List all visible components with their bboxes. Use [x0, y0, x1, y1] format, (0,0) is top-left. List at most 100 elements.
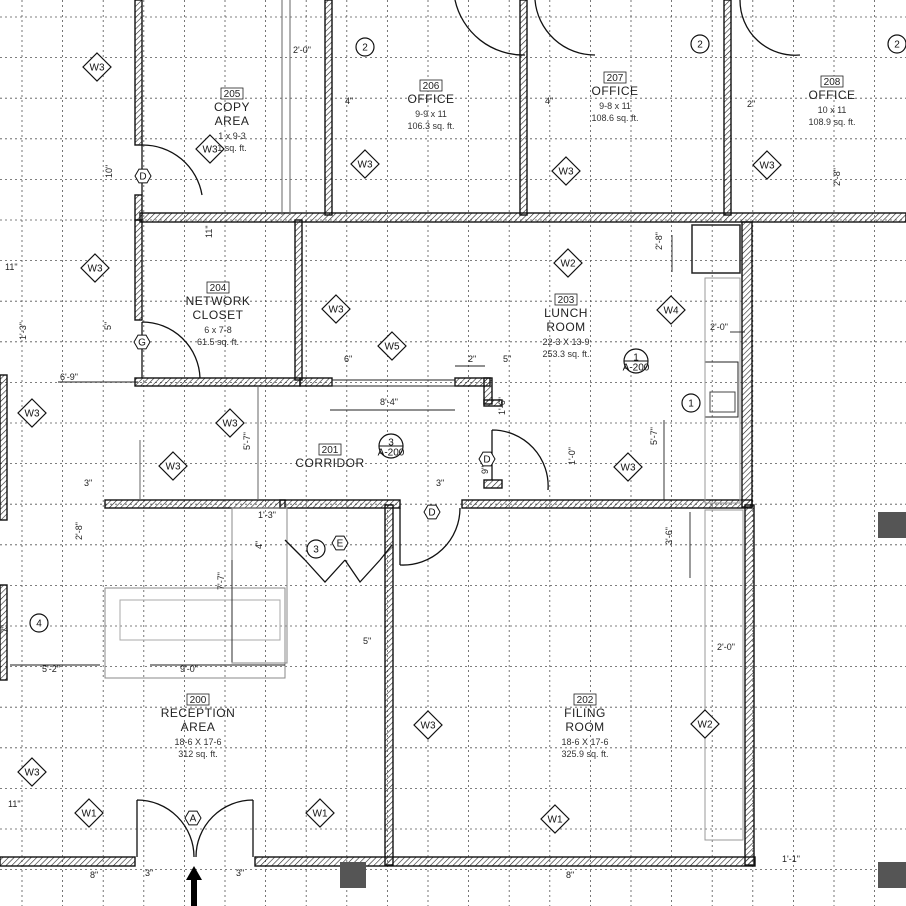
tag-label: W3 — [358, 160, 373, 171]
section-marker: 3A-200 — [378, 433, 405, 459]
room-name: RECEPTION — [161, 706, 236, 720]
tag-label: W3 — [166, 462, 181, 473]
dimension-label: 4" — [254, 541, 264, 549]
room-name: CORRIDOR — [295, 456, 364, 470]
room-size: 108.6 sq. ft. — [591, 113, 638, 123]
room-number: 203 — [558, 295, 575, 306]
wall-corridor-south-left — [104, 499, 286, 509]
window-tag: W3 — [215, 408, 245, 438]
walls — [0, 0, 906, 867]
tag-label: E — [337, 539, 344, 550]
tag-label: 2 — [894, 40, 900, 51]
wall-lunch-stub2 — [483, 399, 503, 407]
refrigerator — [691, 224, 741, 274]
dimension-label: 1'-3" — [258, 510, 276, 520]
room-size: 253.3 sq. ft. — [542, 349, 589, 359]
tag-label: D — [483, 455, 490, 466]
window-tag: W3 — [613, 452, 643, 482]
dimension-label: 2'-8" — [654, 232, 664, 250]
wall-copy-west-lower — [134, 194, 143, 221]
detail-tag: 3 — [306, 539, 326, 559]
tag-label: W1 — [82, 809, 97, 820]
dimension-label: 1'-1" — [782, 854, 800, 864]
dimension-label: 4" — [345, 96, 353, 106]
tag-label: W2 — [698, 720, 713, 731]
door-main-left — [136, 799, 195, 858]
tag-label: 2 — [362, 43, 368, 54]
room-number: 200 — [190, 695, 207, 706]
tag-label: W3 — [559, 167, 574, 178]
dimension-label: 2'-0" — [717, 642, 735, 652]
dimension-label: 2" — [747, 99, 755, 109]
wall-south-right — [254, 856, 756, 867]
counter-filing — [704, 509, 744, 841]
dimension-label: 11" — [5, 262, 18, 272]
tag-label: W3 — [90, 63, 105, 74]
wall-copy-west — [134, 0, 143, 146]
window-tag: W3 — [195, 134, 225, 164]
wall-network-south — [134, 377, 301, 387]
tag-label: W5 — [385, 342, 400, 353]
tag-label: 2 — [697, 40, 703, 51]
door-tag: G — [133, 334, 151, 350]
dimension-label: 2" — [468, 354, 476, 364]
dimension-label: 3" — [145, 868, 153, 878]
room-size: 18-6 X 17-6 — [174, 737, 221, 747]
dimension-label: 8" — [566, 870, 574, 880]
door-office207 — [534, 0, 596, 56]
tag-label: 4 — [36, 619, 42, 630]
tag-label: W3 — [25, 409, 40, 420]
tag-label: 3 — [313, 545, 319, 556]
door-office206 — [454, 0, 526, 56]
detail-tag: 2 — [355, 37, 375, 57]
room-size: 9-9 x 11 — [415, 109, 447, 119]
window-lunch-south — [331, 379, 456, 387]
dimension-label: 5'-7" — [649, 427, 659, 445]
tag-label: 1 — [688, 399, 694, 410]
tag-label: W4 — [664, 306, 679, 317]
room-name: ROOM — [546, 320, 585, 334]
room-size: 312 sq. ft. — [178, 749, 218, 759]
wall-lunch-south-a — [299, 377, 333, 387]
section-sheet: A-200 — [623, 363, 650, 374]
section-marker: 1A-200 — [623, 348, 650, 374]
room-name: OFFICE — [408, 92, 455, 106]
room-name: OFFICE — [592, 84, 639, 98]
wall-west-stub2 — [0, 374, 8, 521]
dimension-labels: 2'-0"4"4"2"10"11"1'-3"6'-9"5'-7"6"8'-4"2… — [0, 45, 842, 880]
reception-desk — [104, 587, 286, 679]
door-tag: D — [134, 168, 152, 184]
dimension-label: 8" — [90, 870, 98, 880]
dimension-label: 5" — [103, 322, 113, 330]
wall-lunch-stub3 — [483, 479, 503, 489]
room-name: AREA — [181, 720, 216, 734]
window-tag: W2 — [690, 709, 720, 739]
door-tag: D — [478, 451, 496, 467]
dimension-label: 2'-8" — [832, 168, 842, 186]
tag-label: G — [138, 338, 146, 349]
window-tag: W1 — [74, 798, 104, 828]
detail-tag: 2 — [887, 34, 906, 54]
room-size: 22-3 X 13-9 — [542, 337, 589, 347]
tag-label: W3 — [203, 145, 218, 156]
window-tag: W4 — [656, 295, 686, 325]
door-tag: E — [331, 535, 349, 551]
room-size: 1 sq. ft. — [217, 143, 247, 153]
wall-corridor-south-mid — [279, 499, 401, 509]
room-number: 208 — [824, 77, 841, 88]
dimension-label: 7'-7" — [216, 572, 226, 590]
tag-label: W1 — [548, 815, 563, 826]
dimension-label: 3" — [436, 478, 444, 488]
tag-label: D — [139, 172, 146, 183]
tag-label: W3 — [329, 305, 344, 316]
dimension-label: 2'-8" — [74, 522, 84, 540]
dimension-label: 11" — [204, 225, 214, 238]
window-tag: W3 — [551, 156, 581, 186]
dimension-label: 1'-3" — [18, 322, 28, 340]
room-size: 9-8 x 11 — [599, 101, 631, 111]
